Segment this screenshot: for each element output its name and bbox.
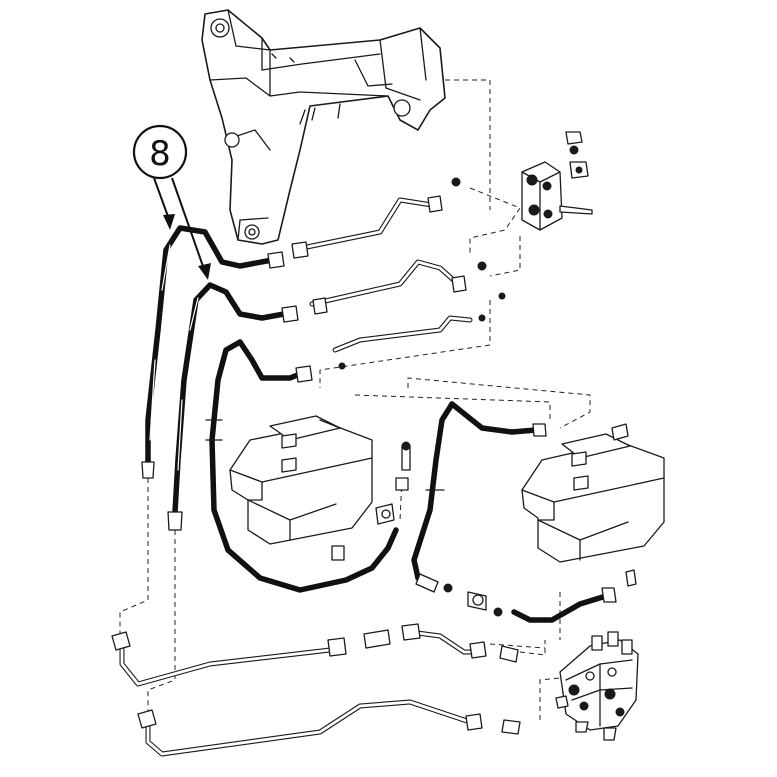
steel-tubes-lower	[111, 623, 521, 757]
loader-frame-bracket	[201, 9, 446, 245]
steel-tubes-upper	[291, 177, 506, 370]
callout-8: 8	[132, 124, 211, 280]
arrowhead-right-icon	[198, 263, 211, 280]
tank-left	[229, 415, 373, 545]
leader-lines	[119, 79, 591, 720]
valve-block-top	[521, 131, 593, 231]
fittings-middle	[331, 441, 503, 617]
arrowhead-left-icon	[163, 214, 175, 230]
callout-circle	[132, 124, 188, 180]
control-valve-assembly	[555, 631, 639, 741]
hydraulic-hoses	[141, 225, 637, 623]
callout-number: 8	[149, 134, 171, 174]
tank-right	[521, 423, 665, 563]
callout-arrow-right	[171, 177, 206, 273]
